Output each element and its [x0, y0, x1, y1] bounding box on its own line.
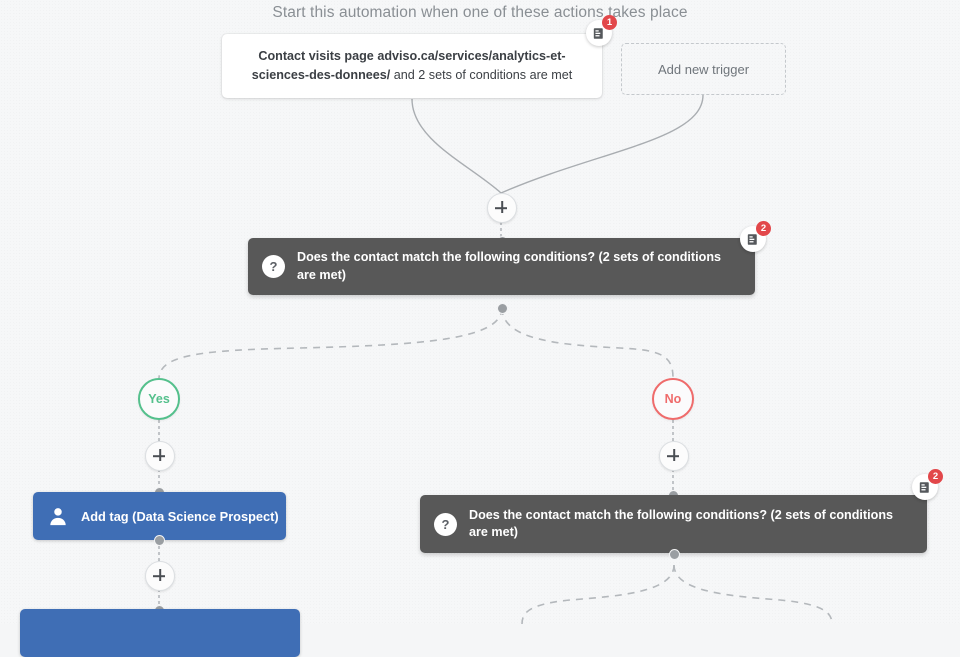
connector-dot: [669, 549, 680, 560]
branch-no[interactable]: No: [652, 378, 694, 420]
condition-card-2[interactable]: ? Does the contact match the following c…: [420, 495, 927, 553]
trigger-card-text-bold: Contact visits page adviso.ca/services/a…: [251, 49, 566, 82]
branch-yes-label: Yes: [148, 392, 170, 406]
condition-card-1-text: Does the contact match the following con…: [297, 250, 722, 282]
condition-card-2-text: Does the contact match the following con…: [469, 507, 894, 540]
report-icon: [919, 481, 929, 493]
trigger-card-text-rest: and 2 sets of conditions are met: [390, 68, 573, 82]
trigger-report-badge[interactable]: 1: [586, 15, 617, 46]
action-card-add-tag-label: Add tag (Data Science Prospect): [81, 508, 279, 524]
page-title: Start this automation when one of these …: [272, 4, 688, 21]
add-step-button-yes-2[interactable]: [145, 561, 175, 591]
branch-no-label: No: [664, 392, 682, 406]
condition-1-badge-count: 2: [756, 221, 771, 236]
trigger-card[interactable]: Contact visits page adviso.ca/services/a…: [222, 34, 602, 98]
trigger-badge-count: 1: [602, 15, 617, 30]
add-step-button-yes[interactable]: [145, 441, 175, 471]
add-step-button-no[interactable]: [659, 441, 689, 471]
action-card-next[interactable]: [20, 609, 300, 657]
condition-2-badge-count: 2: [928, 469, 943, 484]
person-icon: [50, 508, 66, 526]
question-mark-icon: ?: [434, 512, 457, 536]
report-icon: [747, 233, 757, 245]
branch-yes[interactable]: Yes: [138, 378, 180, 420]
question-mark-icon: ?: [262, 255, 285, 278]
condition-1-report-badge[interactable]: 2: [740, 221, 771, 252]
trigger-card-text: Contact visits page adviso.ca/services/a…: [238, 47, 586, 85]
condition-2-report-badge[interactable]: 2: [912, 469, 943, 500]
add-new-trigger-button[interactable]: Add new trigger: [621, 43, 786, 95]
add-step-button-main[interactable]: [487, 193, 517, 223]
connector-dot: [497, 303, 508, 314]
condition-card-1[interactable]: ? Does the contact match the following c…: [248, 238, 755, 295]
report-icon: [593, 27, 603, 39]
connector-dot: [154, 535, 165, 546]
action-card-add-tag[interactable]: Add tag (Data Science Prospect): [33, 492, 286, 540]
add-new-trigger-label: Add new trigger: [657, 61, 750, 77]
